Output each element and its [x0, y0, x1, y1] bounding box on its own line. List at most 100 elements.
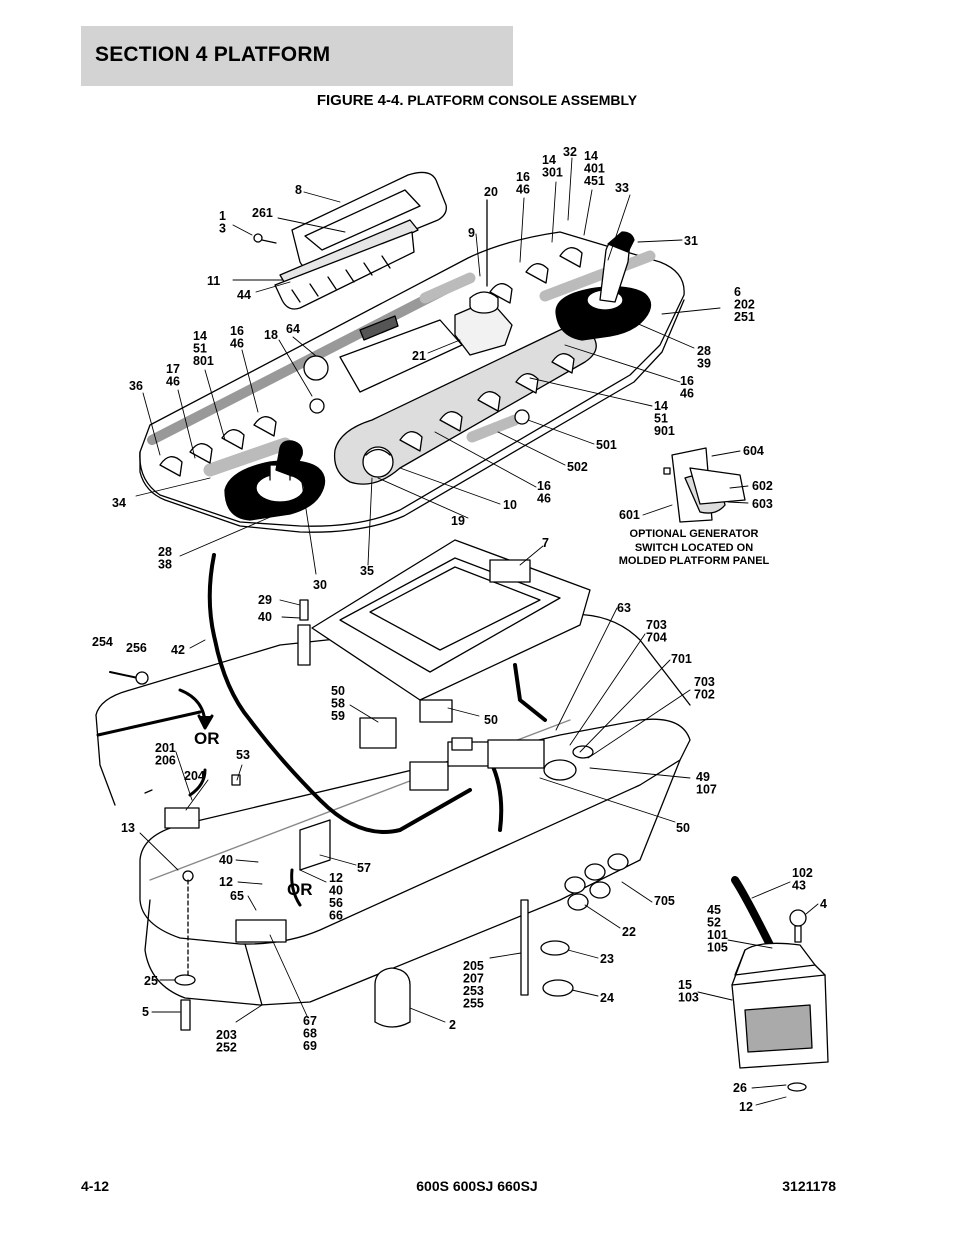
callout-line: 105 [707, 941, 728, 955]
document-number: 3121178 [782, 1178, 836, 1194]
callout-line: 30 [313, 578, 327, 592]
callout-line: 66 [329, 909, 343, 923]
callout-line: 57 [357, 861, 371, 875]
callout: 44 [237, 288, 251, 302]
figure-title: PLATFORM CONSOLE ASSEMBLY [407, 92, 638, 108]
section-title: SECTION 4 PLATFORM [95, 43, 331, 66]
callout-line: 102 [792, 866, 813, 880]
note-line: MOLDED PLATFORM PANEL [618, 555, 770, 567]
page-number: 4-12 [81, 1178, 110, 1194]
callout: 261 [252, 206, 273, 220]
callout-line: 16 [516, 170, 530, 184]
callout-line: 253 [463, 984, 484, 998]
emergency-stop-drawing [454, 199, 513, 356]
callout: 31 [684, 234, 698, 248]
callout-line: 17 [166, 362, 180, 376]
callout-line: 31 [684, 234, 698, 248]
callout-line: 14 [654, 399, 668, 413]
callout-line: 46 [516, 183, 530, 197]
callout: 4 [820, 897, 827, 911]
callout: 10 [503, 498, 517, 512]
callout-line: 701 [671, 652, 692, 666]
or-label: OR [194, 729, 220, 748]
callout: 23 [600, 952, 614, 966]
callout-line: 40 [258, 610, 272, 624]
callout-line: 34 [112, 496, 126, 510]
hardware-drawings [109, 671, 807, 1092]
callout: 604 [743, 444, 764, 458]
toggle-switch-row-left [159, 416, 277, 477]
callout: 35 [360, 564, 374, 578]
callout: 7 [542, 536, 549, 550]
callout-line: 604 [743, 444, 764, 458]
callout-line: 63 [617, 601, 631, 615]
callout-line: 50 [484, 713, 498, 727]
callout-line: 50 [331, 684, 345, 698]
callout-line: 46 [166, 375, 180, 389]
callout-line: 39 [697, 357, 711, 371]
callout: 20 [484, 185, 498, 199]
note-line: OPTIONAL GENERATOR [629, 528, 759, 540]
callout-line: 207 [463, 972, 484, 986]
connector-drawings [359, 699, 594, 791]
callout: 53 [236, 748, 250, 762]
callout-line: 703 [646, 618, 667, 632]
callout-line: 53 [236, 748, 250, 762]
callout-line: 52 [707, 916, 721, 930]
callout: 50 [676, 821, 690, 835]
callout: 8 [295, 183, 302, 197]
callout-line: 501 [596, 438, 617, 452]
callout-line: 401 [584, 162, 605, 176]
callout-line: 46 [680, 387, 694, 401]
callout: 29 [258, 593, 272, 607]
callout-line: 13 [121, 821, 135, 835]
generator-switch-note: OPTIONAL GENERATOR SWITCH LOCATED ON MOL… [602, 528, 786, 569]
section-banner: SECTION 4 PLATFORM [81, 26, 513, 86]
callout-line: 603 [752, 497, 773, 511]
callout-line: 51 [654, 412, 668, 426]
callout-line: 703 [694, 675, 715, 689]
callout: 19 [451, 514, 465, 528]
callout-line: 24 [600, 991, 614, 1005]
joystick-right-drawing [555, 231, 652, 341]
callout-line: 502 [567, 460, 588, 474]
note-line: SWITCH LOCATED ON [634, 541, 754, 554]
callout: 32 [563, 145, 577, 159]
callout-line: 801 [193, 354, 214, 368]
model-list: 600S 600SJ 660SJ [416, 1178, 538, 1194]
callout: 30 [313, 578, 327, 592]
generator-switch-drawing [663, 447, 746, 523]
strain-relief-drawings [564, 853, 629, 911]
callout-line: 3 [219, 222, 226, 236]
callout-line: 19 [451, 514, 465, 528]
control-box-enclosure-drawing [95, 539, 691, 1006]
callout-line: 451 [584, 174, 605, 188]
callout: 22 [622, 925, 636, 939]
callout-line: 50 [676, 821, 690, 835]
callout-line: 12 [739, 1100, 753, 1114]
callout-line: 44 [237, 288, 251, 302]
callout-line: 25 [144, 974, 158, 988]
callout-line: 202 [734, 298, 755, 312]
callout: 18 [264, 328, 278, 342]
callout: 42 [171, 643, 185, 657]
callout-line: 2 [449, 1018, 456, 1032]
callout-line: 40 [219, 853, 233, 867]
callout-line: 256 [126, 641, 147, 655]
